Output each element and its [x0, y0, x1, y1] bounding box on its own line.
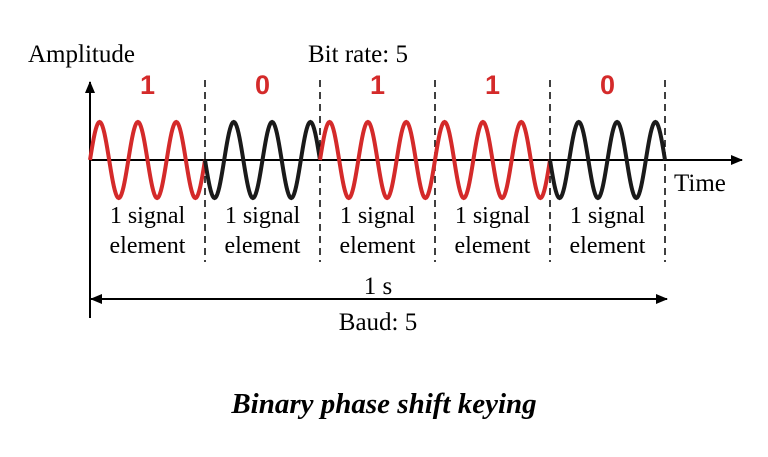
- bit-value-3: 1: [370, 70, 385, 100]
- bit-value-5: 0: [600, 70, 615, 100]
- signal-element-1: [88, 119, 207, 201]
- signal-element-4: [433, 119, 552, 201]
- bit-value-1: 1: [140, 70, 155, 100]
- signal-element-label-line1: 1 signal: [340, 203, 416, 229]
- signal-element-label-line2: element: [455, 233, 531, 259]
- figure-caption: Binary phase shift keying: [231, 388, 537, 420]
- signal-element-label-line2: element: [570, 233, 646, 259]
- bit-rate-label: Bit rate: 5: [308, 41, 408, 68]
- signal-element-label-line1: 1 signal: [225, 203, 301, 229]
- signal-element-label-line2: element: [340, 233, 416, 259]
- bit-value-4: 1: [485, 70, 500, 100]
- signal-element-5: [548, 119, 667, 201]
- duration-label: 1 s: [364, 273, 392, 300]
- signal-element-label-line1: 1 signal: [110, 203, 186, 229]
- baud-label: Baud: 5: [339, 309, 417, 336]
- x-axis-title: Time: [674, 170, 726, 197]
- signal-waveform: [88, 119, 667, 201]
- signal-element-label-line2: element: [110, 233, 186, 259]
- y-axis-title: Amplitude: [28, 41, 135, 68]
- signal-element-label-line1: 1 signal: [455, 203, 531, 229]
- signal-element-3: [318, 119, 437, 201]
- signal-element-labels: 1 signal element 1 signal element 1 signal el…: [110, 203, 646, 259]
- bit-value-2: 0: [255, 70, 270, 100]
- signal-element-label-line1: 1 signal: [570, 203, 646, 229]
- signal-element-2: [203, 119, 322, 201]
- signal-element-label-line2: element: [225, 233, 301, 259]
- bit-values: 1 0 1 1 0: [140, 70, 615, 100]
